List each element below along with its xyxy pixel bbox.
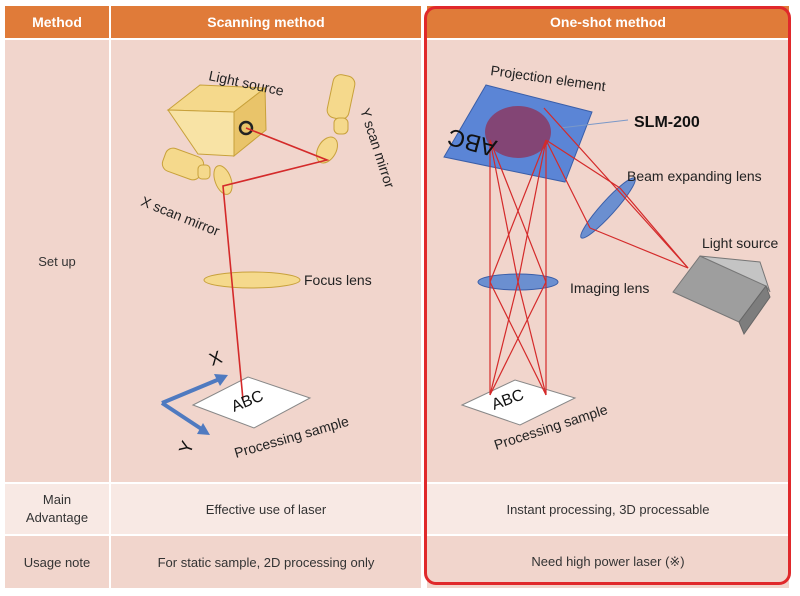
label-slm: SLM-200 xyxy=(634,114,700,131)
oneshot-diagram: Projection element SLM-200 ABC Beam expa… xyxy=(443,62,778,453)
oneshot-light-source xyxy=(672,255,771,336)
x-scan-mirror xyxy=(161,147,233,195)
scanning-axis-arrows xyxy=(160,374,228,435)
oneshot-usage-note: Need high power laser (※) xyxy=(427,536,789,588)
projection-pattern xyxy=(485,106,551,158)
header-oneshot-method: One-shot method xyxy=(427,6,789,38)
header-scanning-method: Scanning method xyxy=(111,6,421,38)
label-y-scan-mirror: Y scan mirror xyxy=(357,106,398,190)
slm-leader-line xyxy=(559,119,629,129)
scanning-usage-note: For static sample, 2D processing only xyxy=(111,536,421,588)
oneshot-processing-sample xyxy=(460,379,577,426)
scanning-light-source xyxy=(166,84,267,158)
label-focus-lens: Focus lens xyxy=(304,272,372,288)
label-axis-x: X xyxy=(207,347,225,370)
y-scan-mirror xyxy=(316,74,356,164)
label-projection-element: Projection element xyxy=(490,62,607,94)
scanning-laser-path xyxy=(222,127,330,401)
oneshot-main-advantage: Instant processing, 3D processable xyxy=(427,484,789,534)
label-imaging-lens: Imaging lens xyxy=(570,280,649,296)
beam-expanding-lens xyxy=(580,177,636,239)
row-label-main-advantage: Main Advantage xyxy=(5,484,109,534)
label-axis-y: Y xyxy=(175,438,198,456)
row-label-usage-note: Usage note xyxy=(5,536,109,588)
label-x-scan-mirror: X scan mirror xyxy=(139,193,222,239)
row-label-setup: Set up xyxy=(5,40,109,482)
oneshot-laser-paths xyxy=(489,107,689,396)
label-beam-expanding-lens: Beam expanding lens xyxy=(627,168,762,184)
label-oneshot-light-source: Light source xyxy=(702,235,778,251)
header-method: Method xyxy=(5,6,109,38)
scanning-diagram: Light source Y scan mirror X scan mirror… xyxy=(139,67,398,461)
scanning-processing-sample xyxy=(191,376,312,429)
scanning-main-advantage: Effective use of laser xyxy=(111,484,421,534)
scanning-focus-lens xyxy=(203,271,301,289)
